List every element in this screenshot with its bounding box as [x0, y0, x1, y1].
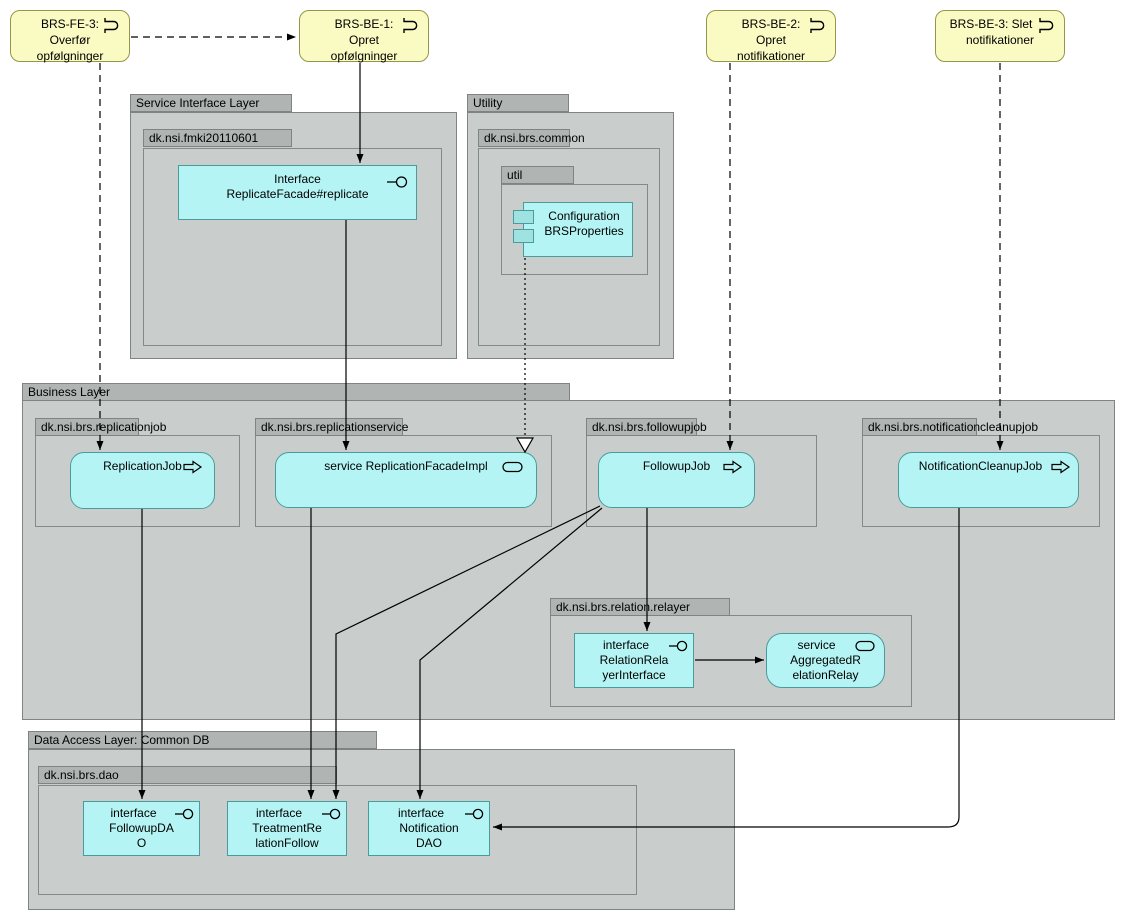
package-fmki-tab[interactable]: dk.nsi.fmki20110601: [143, 129, 292, 147]
package-notificationcleanupjob-tab[interactable]: dk.nsi.brs.notificationcleanupjob: [862, 418, 1038, 436]
component-treatment-relation-dao[interactable]: interface TreatmentRe lationFollow: [227, 801, 347, 856]
component-line: ReplicationJob: [103, 459, 182, 473]
package-label: util: [507, 168, 523, 182]
package-label: dk.nsi.brs.dao: [44, 768, 119, 782]
component-line: ReplicateFacade#replicate: [226, 187, 369, 201]
component-line: interface: [255, 806, 303, 820]
interface-lollipop-icon: [387, 176, 408, 192]
component-prong-icon: [513, 210, 534, 224]
layer-business-tab[interactable]: Business Layer: [22, 383, 570, 401]
component-line: TreatmentRe: [252, 821, 322, 835]
package-relation-relayer-tab[interactable]: dk.nsi.brs.relation.relayer: [550, 598, 730, 616]
interface-lollipop-icon: [322, 808, 341, 824]
note-brs-be-2[interactable]: BRS-BE-2: Opret notifikationer: [706, 10, 836, 63]
layer-label: Data Access Layer: Common DB: [34, 733, 210, 747]
process-arrow-icon: [183, 460, 203, 478]
layer-label: Business Layer: [28, 385, 111, 399]
note-brs-fe-3[interactable]: BRS-FE-3: Overfør opfølgninger: [10, 10, 130, 63]
business-process-icon: [101, 18, 121, 37]
interface-lollipop-icon: [669, 640, 688, 656]
process-arrow-icon: [723, 460, 743, 478]
component-relation-relayer-interface[interactable]: interface RelationRela yerInterface: [574, 633, 694, 688]
note-line: BRS-BE-2:: [741, 17, 801, 31]
note-line: BRS-BE-1:: [334, 17, 394, 31]
package-replicationjob-tab[interactable]: dk.nsi.brs.replicationjob: [35, 418, 166, 436]
component-line: Interface: [274, 172, 321, 186]
package-replicationservice-tab[interactable]: dk.nsi.brs.replicationservice: [255, 418, 408, 436]
note-line: Opret: [755, 33, 786, 47]
component-line: yerInterface: [602, 668, 666, 682]
package-common-tab[interactable]: dk.nsi.brs.common: [478, 129, 585, 147]
component-configuration[interactable]: Configuration BRSProperties: [523, 202, 633, 257]
business-process-icon: [1036, 18, 1056, 37]
service-stadium-icon: [502, 461, 524, 477]
note-line: opfølgninger: [36, 49, 104, 63]
business-process-icon: [807, 18, 827, 37]
layer-label: Utility: [473, 96, 503, 110]
note-line: BRS-BE-3: Slet: [949, 17, 1033, 31]
component-line: interface: [110, 806, 157, 820]
package-label: dk.nsi.brs.relation.relayer: [556, 600, 691, 614]
package-label: dk.nsi.brs.common: [484, 131, 585, 145]
component-line: BRSProperties: [544, 224, 624, 238]
package-label: dk.nsi.brs.followupjob: [592, 420, 707, 434]
package-util-tab[interactable]: util: [501, 166, 574, 184]
note-line: notifikationer: [736, 49, 806, 63]
component-line: FollowupDA: [109, 821, 174, 835]
component-notificationcleanupjob[interactable]: NotificationCleanupJob: [898, 452, 1079, 508]
package-label: dk.nsi.brs.replicationservice: [261, 420, 409, 434]
note-line: Overfør: [49, 33, 91, 47]
interface-lollipop-icon: [465, 808, 484, 824]
note-line: BRS-FE-3:: [40, 17, 99, 31]
component-replicate-facade[interactable]: Interface ReplicateFacade#replicate: [178, 165, 417, 220]
note-line: Opret: [348, 33, 379, 47]
package-label: dk.nsi.brs.notificationcleanupjob: [868, 420, 1039, 434]
business-process-icon: [400, 18, 420, 37]
service-stadium-icon: [855, 640, 876, 656]
note-brs-be-3[interactable]: BRS-BE-3: Slet notifikationer: [935, 10, 1065, 62]
component-line: elationRelay: [792, 668, 859, 682]
component-line: interface: [397, 806, 445, 820]
package-label: dk.nsi.brs.replicationjob: [41, 420, 167, 434]
component-notification-dao[interactable]: interface Notification DAO: [368, 801, 490, 856]
note-line: notifikationer: [965, 33, 1035, 47]
process-arrow-icon: [1051, 460, 1071, 478]
layer-service-interface-tab[interactable]: Service Interface Layer: [130, 94, 292, 112]
package-label: dk.nsi.fmki20110601: [149, 131, 259, 145]
component-line: DAO: [415, 836, 442, 850]
component-prong-icon: [513, 229, 534, 243]
component-followupjob[interactable]: FollowupJob: [598, 452, 755, 508]
component-line: Notification: [399, 821, 459, 835]
component-line: NotificationCleanupJob: [918, 459, 1043, 473]
component-followup-dao[interactable]: interface FollowupDA O: [83, 801, 200, 856]
layer-data-access-tab[interactable]: Data Access Layer: Common DB: [28, 731, 377, 749]
component-replication-facade-impl[interactable]: service ReplicationFacadeImpl: [275, 452, 537, 508]
package-dao-tab[interactable]: dk.nsi.brs.dao: [38, 766, 337, 784]
component-line: lationFollow: [255, 836, 319, 850]
layer-label: Service Interface Layer: [136, 96, 260, 110]
component-replicationjob[interactable]: ReplicationJob: [70, 452, 215, 509]
component-line: O: [136, 836, 147, 850]
component-line: Configuration: [548, 209, 620, 223]
component-line: FollowupJob: [642, 459, 711, 473]
component-line: service ReplicationFacadeImpl: [324, 459, 488, 473]
component-aggregated-relation-relay[interactable]: service AggregatedR elationRelay: [766, 633, 885, 688]
layer-utility-tab[interactable]: Utility: [467, 94, 569, 112]
note-line: opfølgninger: [330, 49, 398, 63]
note-brs-be-1[interactable]: BRS-BE-1: Opret opfølgninger: [299, 10, 429, 63]
package-followupjob-tab[interactable]: dk.nsi.brs.followupjob: [586, 418, 707, 436]
interface-lollipop-icon: [175, 808, 194, 824]
